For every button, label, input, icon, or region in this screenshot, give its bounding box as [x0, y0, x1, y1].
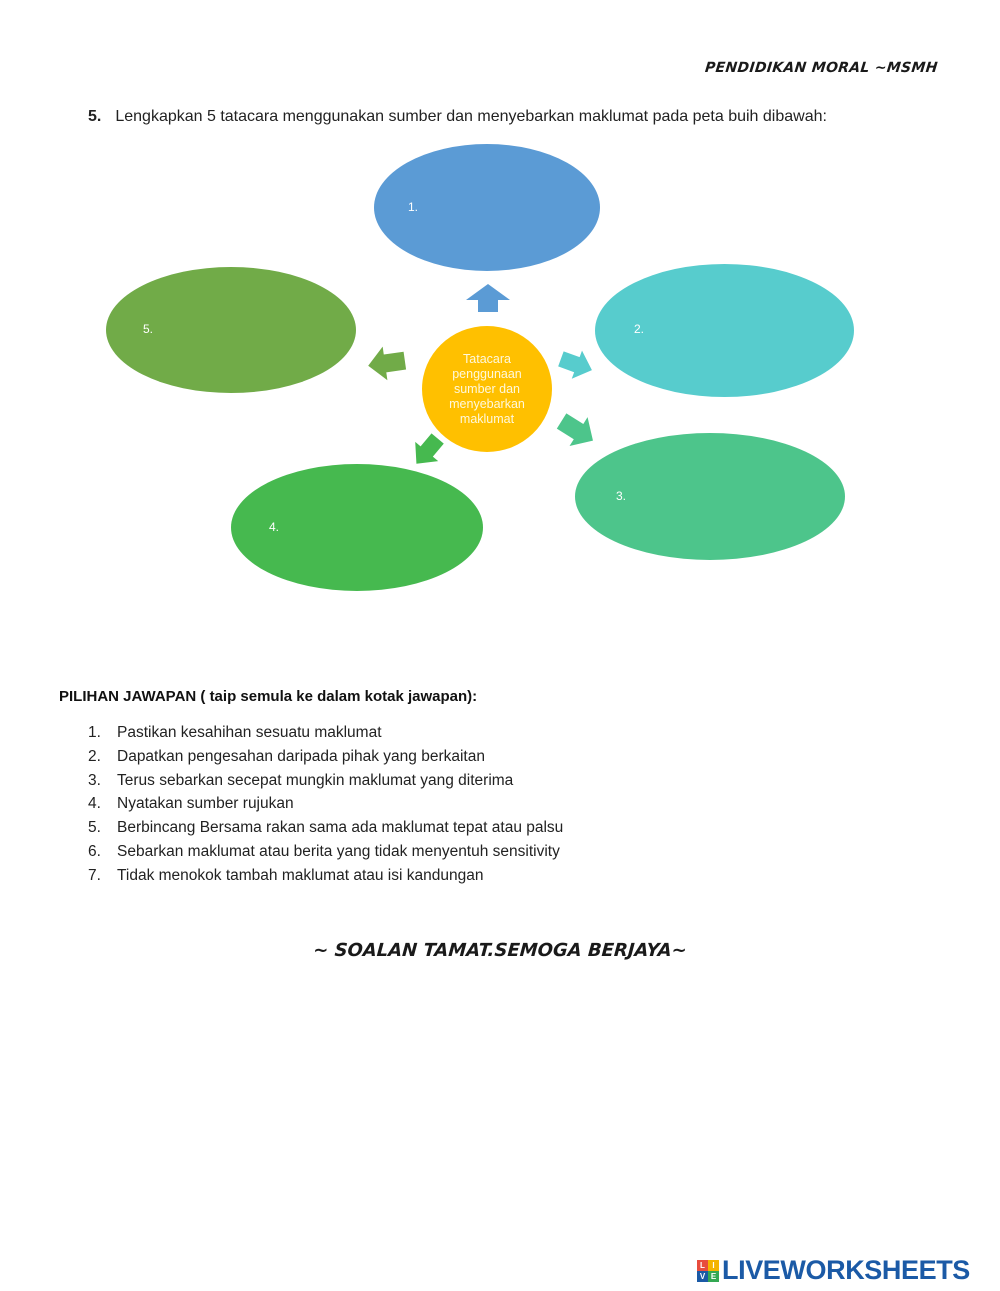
choice-number: 1.	[88, 724, 101, 741]
center-bubble: Tatacara penggunaan sumber dan menyebark…	[422, 326, 552, 452]
choice-text: Terus sebarkan secepat mungkin maklumat …	[117, 771, 514, 789]
choice-text: Sebarkan maklumat atau berita yang tidak…	[117, 842, 560, 860]
question-5: 5. Lengkapkan 5 tatacara menggunakan sumb…	[88, 108, 827, 126]
page-header: PENDIDIKAN MORAL ~MSMH	[704, 60, 939, 76]
choice-text: Pastikan kesahihan sesuatu maklumat	[117, 724, 382, 741]
choices-list: 1. Pastikan kesahihan sesuatu maklumat 2.…	[88, 723, 563, 890]
answer-bubble-2[interactable]: 2.	[595, 264, 854, 397]
choice-number: 2.	[88, 747, 101, 765]
logo-letter: V	[697, 1270, 708, 1282]
choice-number: 4.	[88, 795, 101, 813]
choice-number: 7.	[88, 866, 101, 884]
choice-number: 5.	[88, 819, 101, 837]
logo-letter: L	[697, 1259, 708, 1271]
answer-bubble-3[interactable]: 3.	[575, 433, 845, 560]
bubble-label-1: 1.	[408, 200, 419, 214]
choice-number: 6.	[88, 842, 101, 860]
list-item: 6. Sebarkan maklumat atau berita yang tid…	[88, 842, 563, 866]
bubble-label-3: 3.	[616, 489, 627, 503]
answer-bubble-4[interactable]: 4.	[231, 464, 483, 591]
choice-text: Tidak menokok tambah maklumat atau isi k…	[117, 866, 484, 884]
choice-text: Dapatkan pengesahan daripada pihak yang …	[117, 747, 485, 765]
arrow-up-icon	[466, 284, 510, 312]
arrow-left-icon	[368, 346, 407, 381]
answer-bubble-1[interactable]: 1.	[374, 144, 600, 271]
logo-letter: E	[708, 1270, 719, 1282]
bubble-label-2: 2.	[634, 322, 645, 336]
list-item: 1. Pastikan kesahihan sesuatu maklumat	[88, 723, 563, 747]
arrow-left-down-icon	[415, 433, 444, 464]
bubble-label-5: 5.	[143, 322, 154, 336]
bubble-label-4: 4.	[269, 520, 280, 534]
list-item: 3. Terus sebarkan secepat mungkin makluma…	[88, 771, 563, 795]
list-item: 7. Tidak menokok tambah maklumat atau isi…	[88, 866, 563, 890]
question-text: Lengkapkan 5 tatacara menggunakan sumber…	[115, 108, 827, 125]
choice-number: 3.	[88, 771, 101, 789]
question-number: 5.	[88, 108, 102, 125]
end-message: ~ SOALAN TAMAT.SEMOGA BERJAYA~	[312, 940, 688, 961]
answer-bubble-5[interactable]: 5.	[106, 267, 356, 393]
arrow-right-up-icon	[558, 350, 592, 379]
list-item: 5. Berbincang Bersama rakan sama ada makl…	[88, 818, 563, 842]
choice-text: Nyatakan sumber rujukan	[117, 795, 294, 813]
choice-text: Berbincang Bersama rakan sama ada maklum…	[117, 819, 564, 837]
list-item: 2. Dapatkan pengesahan daripada pihak yan…	[88, 747, 563, 771]
live-logo-icon: L I V E	[697, 1259, 719, 1282]
arrow-right-down-icon	[556, 413, 593, 447]
liveworksheets-logo: L I V E LIVEWORKSHEETS	[697, 1255, 970, 1286]
logo-text: LIVEWORKSHEETS	[722, 1255, 970, 1285]
choices-title: PILIHAN JAWAPAN ( taip semula ke dalam k…	[59, 688, 478, 705]
list-item: 4. Nyatakan sumber rujukan	[88, 794, 563, 818]
logo-letter: I	[708, 1259, 719, 1271]
